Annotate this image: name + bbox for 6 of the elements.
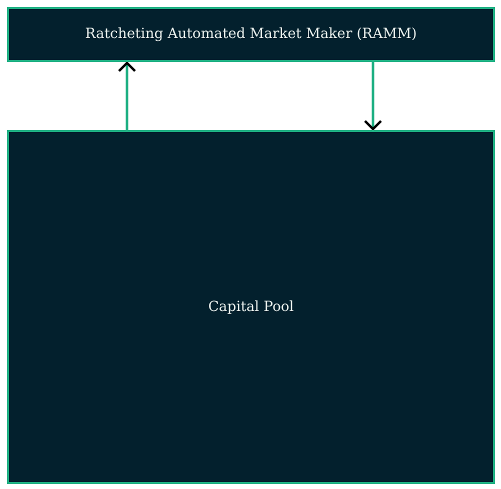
process-box (7, 130, 495, 484)
box-label: Ratcheting Automated Market Maker (RAMM) (85, 25, 417, 44)
arrow (364, 62, 382, 130)
box-label: Capital Pool (208, 298, 294, 316)
arrow (118, 62, 136, 130)
process-box (7, 7, 495, 62)
